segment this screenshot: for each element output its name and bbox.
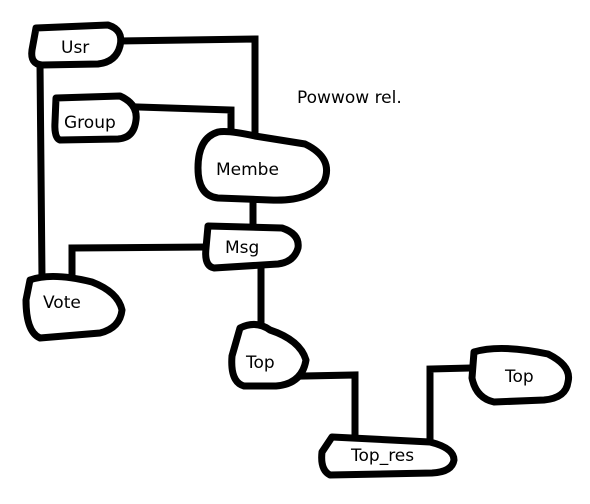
node-vote-label: Vote — [43, 293, 81, 313]
node-group-shape — [51, 92, 140, 144]
edge-group-membe — [134, 103, 235, 134]
diagram-title: Powwow rel. — [297, 88, 402, 108]
edge-top-res-top2 — [426, 364, 476, 444]
node-top2-shape — [468, 344, 573, 406]
edge-msg-vote — [68, 243, 209, 276]
node-group-label: Group — [64, 113, 116, 133]
node-membe-label: Membe — [216, 160, 279, 180]
node-top-res-label: Top_res — [350, 446, 414, 466]
node-msg-label: Msg — [225, 238, 259, 258]
node-vote: Vote — [22, 273, 126, 342]
node-top-res: Top_res — [318, 433, 458, 479]
node-top1: Top — [228, 321, 310, 390]
node-membe-shape — [194, 128, 331, 204]
edge-top1-top-res — [299, 371, 359, 439]
node-usr-shape — [28, 21, 125, 69]
node-msg: Msg — [202, 222, 302, 272]
node-top1-label: Top — [245, 353, 275, 373]
node-membe: Membe — [194, 128, 331, 204]
node-top1-shape — [228, 321, 310, 390]
edge-usr-membe — [116, 35, 259, 139]
node-top2-label: Top — [504, 367, 534, 387]
node-group: Group — [51, 92, 140, 144]
node-usr-label: Usr — [61, 38, 89, 58]
node-usr: Usr — [28, 21, 125, 69]
node-vote-shape — [22, 273, 126, 342]
node-top2: Top — [468, 344, 573, 406]
node-msg-shape — [202, 222, 302, 272]
edges — [36, 35, 476, 444]
edge-usr-vote — [36, 60, 46, 282]
node-top-res-shape — [318, 433, 458, 479]
